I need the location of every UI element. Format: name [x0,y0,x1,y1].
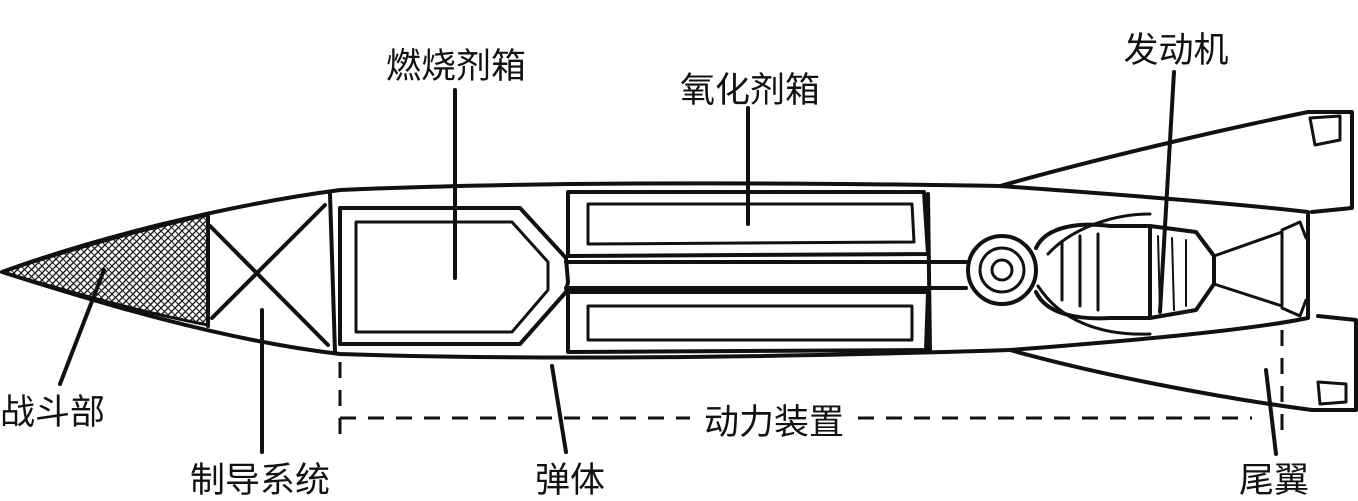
label-body: 弹体 [535,461,605,501]
label-warhead: 战斗部 [0,393,105,433]
guidance-cross-b [210,203,327,320]
label-fuel-tank: 燃烧剂箱 [386,47,526,87]
lower-tail-fin [1008,314,1358,412]
upper-fin-notch [1308,114,1342,147]
fuel-tank-inner [354,220,550,334]
oxidizer-tank-upper-inner [586,202,916,246]
engine-mount [1036,212,1152,336]
upper-tail-fin [998,110,1354,214]
bulkhead-engine [926,192,932,354]
guidance-cross-a [208,224,330,347]
turbopump-hub [990,258,1014,282]
leader-body [550,364,568,454]
label-oxidizer-tank: 氧化剂箱 [680,71,820,111]
rocket-body-outline [0,181,1310,360]
turbopump [966,234,1038,306]
label-tail-fins: 尾翼 [1239,461,1309,501]
lower-fin-notch [1316,380,1348,406]
label-power-unit: 动力装置 [704,403,844,443]
oxidizer-tank-lower-outer [566,290,930,354]
oxidizer-tank-lower-inner [586,304,914,342]
leader-engine [1158,70,1176,314]
feed-pipe [564,260,968,290]
nozzle-exit [1212,230,1284,308]
chamber-ribs [1060,232,1100,312]
turbopump-ring [978,246,1026,294]
leader-warhead [58,268,106,386]
bulkhead-guidance [328,192,337,354]
combustion-chamber [1034,222,1152,321]
tail-ring [1280,220,1308,318]
power-unit-bracket [338,330,1284,440]
label-engine: 发动机 [1123,31,1228,71]
engine-nozzle [1148,224,1216,320]
leader-tail-fins [1264,368,1278,456]
label-guidance: 制导系统 [190,461,330,501]
